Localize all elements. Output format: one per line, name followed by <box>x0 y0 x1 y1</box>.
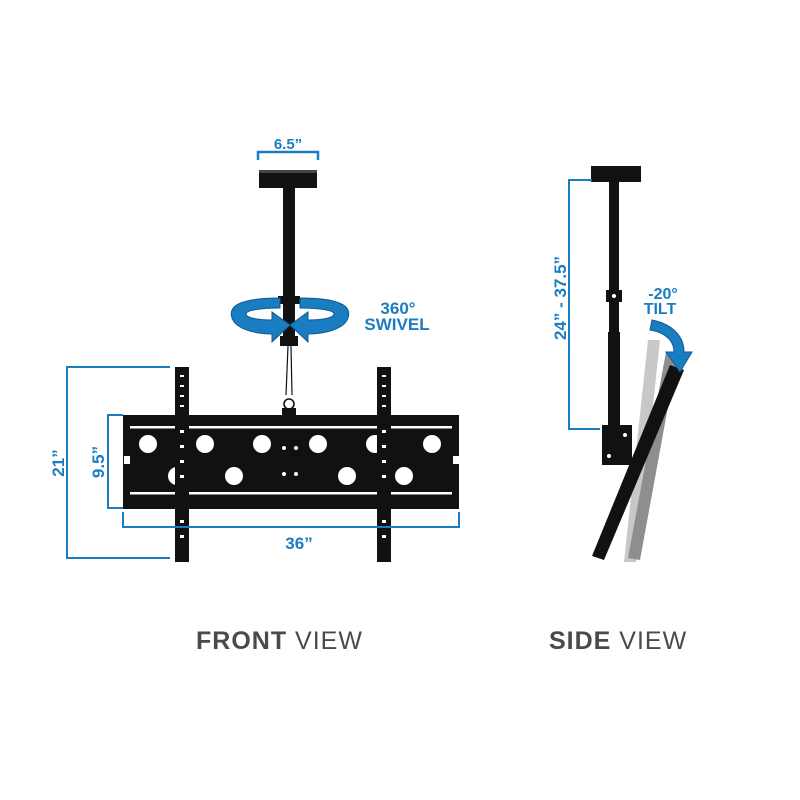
height-dimension: 21” <box>49 366 170 559</box>
side-view: -20° TILT 24” - 37.5” <box>551 166 693 562</box>
center-screws <box>282 446 298 476</box>
plate-height-dim-label: 9.5” <box>89 446 108 478</box>
mounting-plate <box>123 415 459 509</box>
front-view-label-bold: FRONT <box>196 627 288 655</box>
rotate-arrow-icon <box>230 297 350 344</box>
plate-holes <box>124 426 459 495</box>
curved-arrow-icon <box>649 319 693 373</box>
swivel-degree-label: 360° <box>380 299 415 318</box>
plate-height-dimension: 9.5” <box>89 414 123 509</box>
side-view-label-light: VIEW <box>611 627 688 655</box>
top-plate-dimension: 6.5” <box>256 136 320 160</box>
width-dimension: 36” <box>122 512 460 553</box>
safety-cord <box>285 345 293 396</box>
tilted-plate <box>592 365 684 560</box>
top-plate-dim-label: 6.5” <box>274 136 302 153</box>
side-extension-pole <box>609 182 619 332</box>
pole-height-dimension: 24” - 37.5” <box>551 179 600 430</box>
front-view-label: FRONT VIEW <box>196 627 363 656</box>
side-view-label-bold: SIDE <box>549 627 612 655</box>
ceiling-plate <box>259 170 317 188</box>
side-view-label: SIDE VIEW <box>549 627 687 656</box>
tilt-bracket <box>602 425 632 465</box>
tilt-degree-label: -20° <box>648 286 678 303</box>
swivel-label: SWIVEL <box>364 315 429 334</box>
side-ceiling-plate <box>591 166 641 182</box>
front-view: 6.5” 360° SWIVEL <box>49 136 460 562</box>
pole-height-dim-label: 24” - 37.5” <box>551 256 570 340</box>
width-dim-label: 36” <box>285 534 312 553</box>
height-dim-label: 21” <box>49 449 68 476</box>
extension-pole <box>283 188 295 338</box>
front-view-label-light: VIEW <box>287 627 363 655</box>
tilt-label: TILT <box>644 301 677 318</box>
